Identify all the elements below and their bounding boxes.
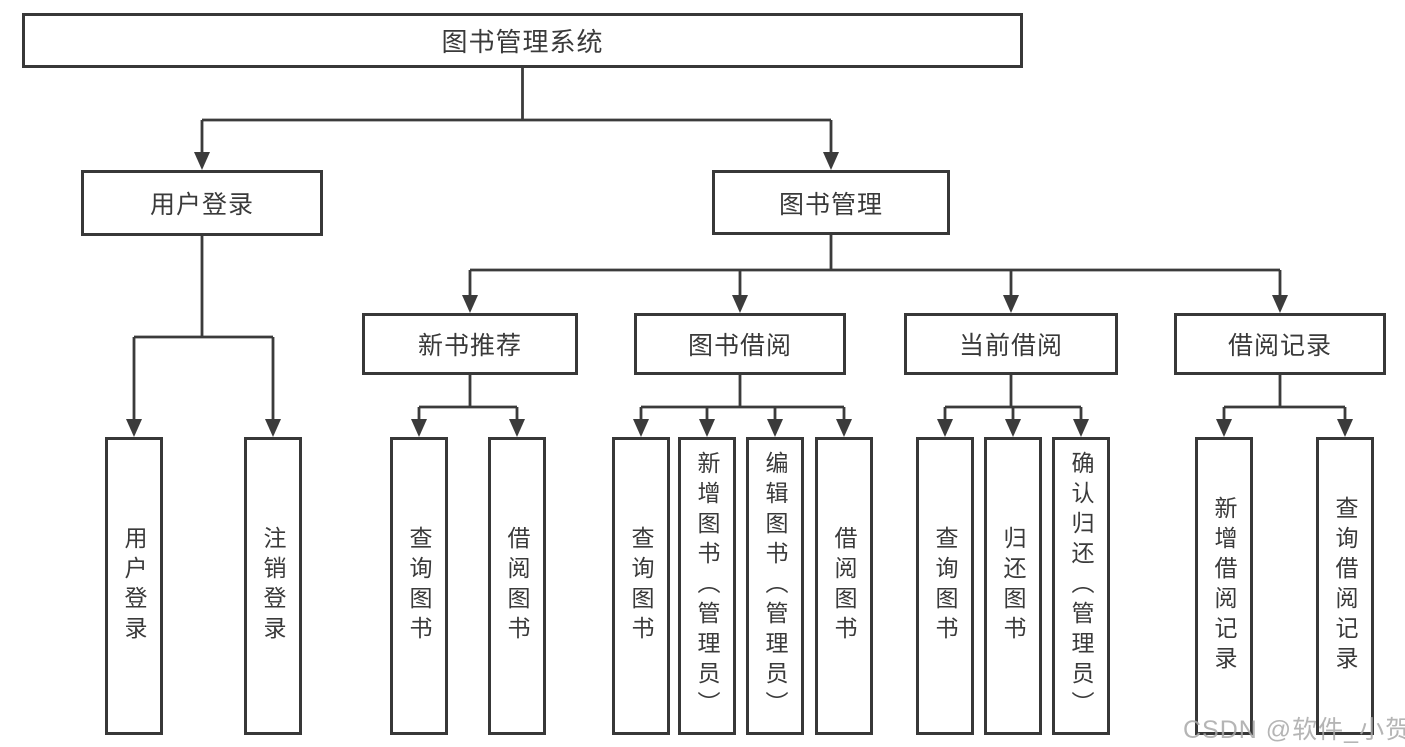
node-label: 编辑图书（管理员） (762, 451, 788, 721)
leaf-cb-return-books: 归还图书 (984, 437, 1042, 735)
node-library-management-system: 图书管理系统 (22, 13, 1023, 68)
leaf-br-add-record: 新增借阅记录 (1195, 437, 1253, 735)
node-label: 查询借阅记录 (1332, 496, 1358, 676)
node-new-book-recommend: 新书推荐 (362, 313, 578, 375)
leaf-user-login: 用户登录 (105, 437, 163, 735)
connector-new-book-recommend-to-leaves (411, 375, 525, 437)
leaf-br-query-record: 查询借阅记录 (1316, 437, 1374, 735)
leaf-logout-login: 注销登录 (244, 437, 302, 735)
connector-book-management-to-level3 (462, 235, 1288, 313)
watermark: CSDN @软件_小贺同学 (1183, 716, 1405, 744)
leaf-bb-query-books: 查询图书 (612, 437, 670, 735)
leaf-nbr-query-books: 查询图书 (390, 437, 448, 735)
node-label: 注销登录 (260, 526, 286, 646)
connector-current-borrowing-to-leaves (937, 375, 1089, 437)
node-label: 新增借阅记录 (1211, 496, 1237, 676)
node-label: 确认归还（管理员） (1068, 451, 1094, 721)
node-label: 查询图书 (406, 526, 432, 646)
leaf-cb-confirm-return-admin: 确认归还（管理员） (1052, 437, 1110, 735)
connector-book-borrowing-to-leaves (633, 375, 852, 437)
connector-borrowing-records-to-leaves (1216, 375, 1353, 437)
node-label: 借阅图书 (504, 526, 530, 646)
node-label: 用户登录 (149, 191, 254, 219)
node-label: 图书借阅 (687, 332, 792, 360)
node-label: 借阅图书 (831, 526, 857, 646)
node-label: 图书管理 (778, 190, 883, 219)
leaf-bb-edit-books-admin: 编辑图书（管理员） (746, 437, 804, 735)
leaf-nbr-borrow-books: 借阅图书 (488, 437, 546, 735)
node-label: 用户登录 (121, 526, 147, 646)
leaf-bb-add-books-admin: 新增图书（管理员） (678, 437, 736, 735)
node-label: 新书推荐 (417, 332, 522, 360)
node-label: 当前借阅 (958, 332, 1063, 360)
connector-user-login-to-leaves (126, 236, 281, 437)
node-label: 新增图书（管理员） (694, 451, 720, 721)
leaf-cb-query-books: 查询图书 (916, 437, 974, 735)
node-current-borrowing: 当前借阅 (904, 313, 1118, 375)
node-label: 查询图书 (628, 526, 654, 646)
leaf-bb-borrow-books: 借阅图书 (815, 437, 873, 735)
connector-root-to-level2 (194, 68, 839, 170)
node-borrowing-records: 借阅记录 (1174, 313, 1386, 375)
node-book-borrowing: 图书借阅 (634, 313, 846, 375)
node-user-login: 用户登录 (81, 170, 323, 236)
node-label: 归还图书 (1000, 526, 1026, 646)
node-label: 查询图书 (932, 526, 958, 646)
node-book-management: 图书管理 (712, 170, 950, 235)
node-label: 借阅记录 (1227, 332, 1332, 360)
node-label: 图书管理系统 (441, 27, 604, 57)
